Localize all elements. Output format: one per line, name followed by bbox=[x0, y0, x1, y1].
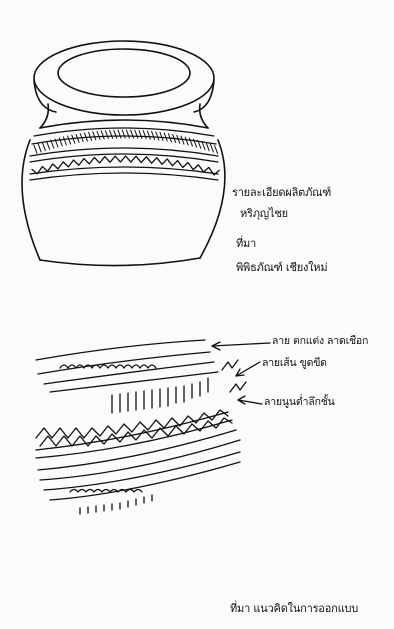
pattern-label-incised: ลายเส้น ขูดขีด bbox=[262, 358, 327, 370]
footer-source-note: ที่มา แนวคิดในการออกแบบ bbox=[230, 603, 358, 615]
pattern-label-cord: ลาย ตกแต่ง ลาดเชือก bbox=[272, 336, 368, 348]
pattern-label-relief: ลายนูนต่ำลึกชั้น bbox=[264, 397, 335, 409]
